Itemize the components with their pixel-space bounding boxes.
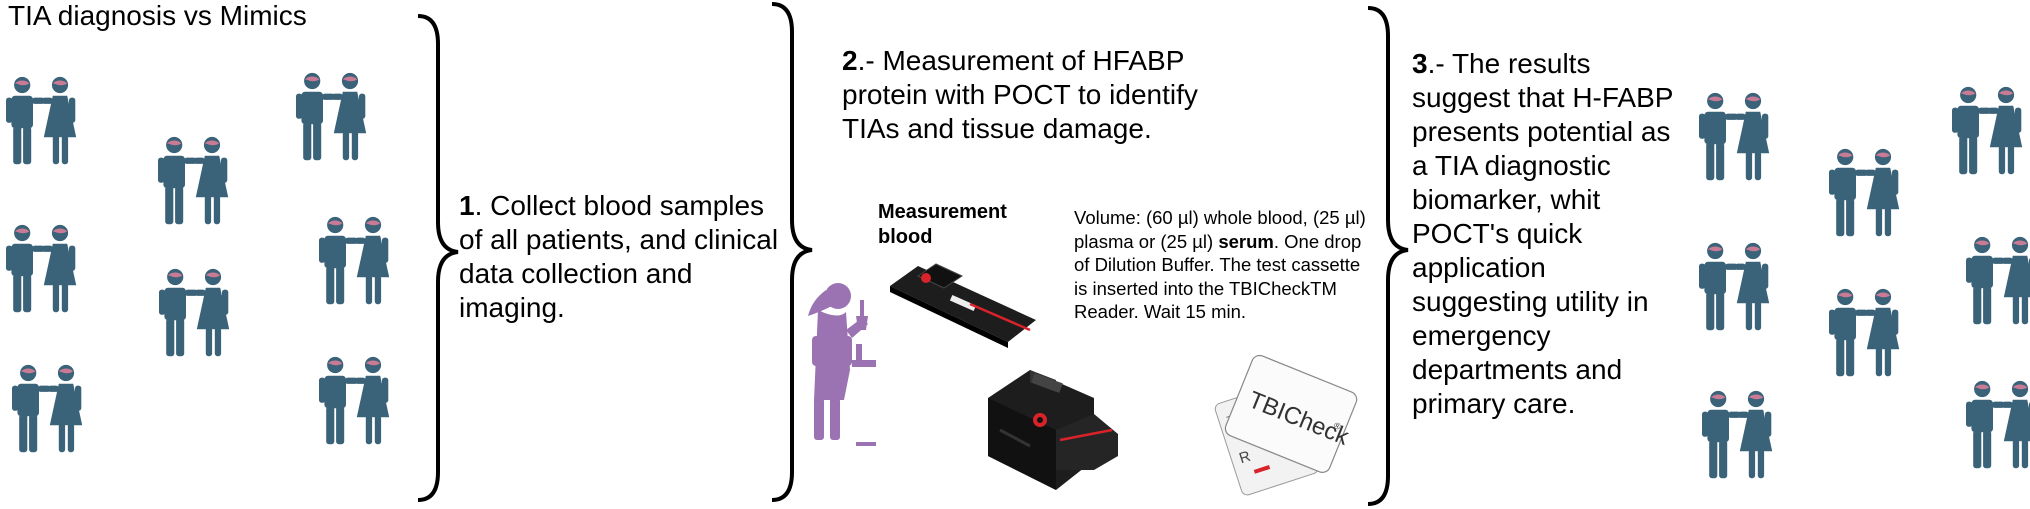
step-1-description: . Collect blood samples of all patients,… bbox=[459, 190, 779, 323]
couple-icon bbox=[1952, 86, 2023, 175]
step-1-text: 1. Collect blood samples of all patients… bbox=[459, 189, 779, 325]
couple-icon bbox=[159, 268, 230, 357]
couple-icon bbox=[1699, 242, 1770, 331]
couple-icon bbox=[12, 364, 83, 453]
couple-icon bbox=[319, 356, 390, 445]
couple-icon bbox=[6, 224, 77, 313]
measurement-label-line2: blood bbox=[878, 226, 933, 248]
step-2-text: 2.- Measurement of HFABP protein with PO… bbox=[842, 44, 1262, 146]
test-cassette-icon bbox=[890, 263, 1036, 348]
step-1-number: 1 bbox=[459, 190, 475, 221]
volume-text-bold: serum bbox=[1218, 230, 1274, 252]
couple-icon bbox=[1829, 288, 1900, 377]
step-3-text: 3.- The results suggest that H-FABP pres… bbox=[1412, 47, 1677, 421]
couple-icon bbox=[1702, 390, 1773, 479]
couple-icon bbox=[1829, 148, 1900, 237]
scientist-icon bbox=[808, 283, 876, 446]
couple-icon bbox=[1966, 380, 2030, 469]
couple-icon bbox=[1699, 92, 1770, 181]
reader-device-icon bbox=[988, 370, 1118, 490]
bracket-2 bbox=[771, 2, 813, 502]
bracket-3 bbox=[1367, 6, 1409, 506]
tbicheck-card-icon: TBICheck R TBICheck ® bbox=[1214, 354, 1358, 496]
step-2-number: 2 bbox=[842, 45, 858, 76]
couple-icon bbox=[1966, 236, 2030, 325]
measurement-label-line1: Measurement bbox=[878, 201, 1007, 223]
step-2-description: .- Measurement of HFABP protein with POC… bbox=[842, 45, 1198, 144]
card-back-letter: R bbox=[1237, 448, 1253, 468]
measurement-blood-label: Measurement blood bbox=[878, 200, 1007, 250]
couple-icon bbox=[319, 216, 390, 305]
diagram-title: TIA diagnosis vs Mimics bbox=[8, 0, 307, 31]
step-3-number: 3 bbox=[1412, 48, 1428, 79]
volume-instructions: Volume: (60 µl) whole blood, (25 µl) pla… bbox=[1074, 206, 1374, 324]
couple-icon bbox=[158, 136, 229, 225]
step-3-description: .- The results suggest that H-FABP prese… bbox=[1412, 48, 1673, 419]
bracket-1 bbox=[417, 14, 459, 502]
volume-text-start: Volume: (60 µl) whole blood, (25 µl) pla… bbox=[1074, 207, 1366, 252]
couple-icon bbox=[296, 72, 367, 161]
card-front-tm: ® bbox=[1332, 420, 1342, 432]
volume-text-end: . One drop of Dilution Buffer. The test … bbox=[1074, 230, 1362, 323]
couple-icon bbox=[6, 76, 77, 165]
